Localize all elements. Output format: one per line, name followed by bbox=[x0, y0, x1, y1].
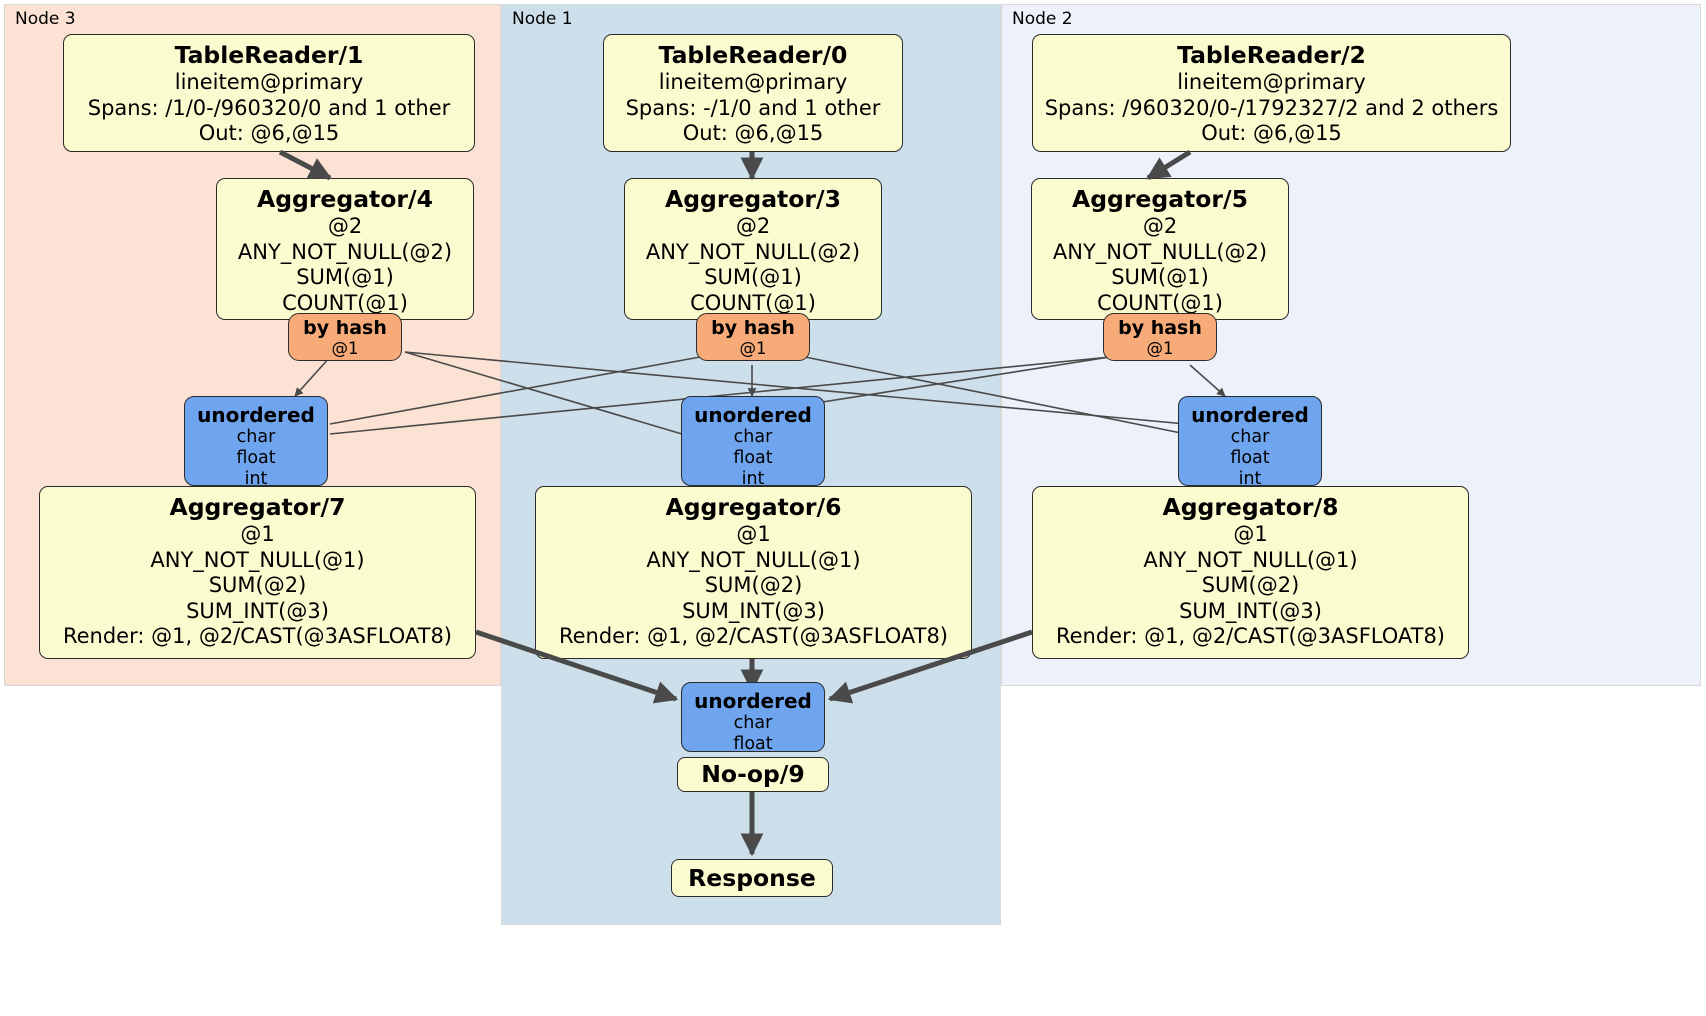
processor-detail-agg1: ANY_NOT_NULL(@2) bbox=[645, 239, 861, 264]
processor-detail-out: Out: @6,@15 bbox=[682, 121, 824, 145]
processor-detail-render: Render: @1, @2/CAST(@3ASFLOAT8) bbox=[1055, 624, 1446, 648]
router-hash-column: @1 bbox=[1146, 339, 1174, 358]
processor-aggregator-8[interactable]: Aggregator/8 @1 ANY_NOT_NULL(@1) SUM(@2)… bbox=[1032, 486, 1469, 659]
node-panel-label-node2: Node 2 bbox=[1012, 9, 1073, 29]
processor-aggregator-4[interactable]: Aggregator/4 @2 ANY_NOT_NULL(@2) SUM(@1)… bbox=[216, 178, 474, 320]
processor-aggregator-6[interactable]: Aggregator/6 @1 ANY_NOT_NULL(@1) SUM(@2)… bbox=[535, 486, 972, 659]
processor-detail-groupcol: @2 bbox=[1142, 214, 1178, 238]
processor-detail-agg1: ANY_NOT_NULL(@2) bbox=[1052, 239, 1268, 264]
node-panel-label-node3: Node 3 bbox=[15, 9, 76, 29]
processor-tablereader-1[interactable]: TableReader/1 lineitem@primary Spans: /1… bbox=[63, 34, 475, 152]
router-title: by hash bbox=[303, 317, 387, 339]
processor-detail-agg1: ANY_NOT_NULL(@1) bbox=[1143, 547, 1358, 572]
synchronizer-title: unordered bbox=[1191, 403, 1309, 427]
processor-title: Aggregator/8 bbox=[1162, 493, 1339, 521]
router-title: by hash bbox=[1118, 317, 1202, 339]
processor-title: Aggregator/7 bbox=[169, 493, 346, 521]
router-hash-column: @1 bbox=[739, 339, 767, 358]
processor-aggregator-5[interactable]: Aggregator/5 @2 ANY_NOT_NULL(@2) SUM(@1)… bbox=[1031, 178, 1289, 320]
processor-detail-render: Render: @1, @2/CAST(@3ASFLOAT8) bbox=[62, 624, 453, 648]
synchronizer-type-2: int bbox=[244, 469, 268, 489]
processor-detail-agg2: SUM(@2) bbox=[1201, 573, 1300, 597]
synchronizer-unordered-center[interactable]: unordered char float int bbox=[681, 396, 825, 489]
processor-detail-agg1: ANY_NOT_NULL(@2) bbox=[237, 239, 453, 264]
processor-detail-spans: Spans: -/1/0 and 1 other bbox=[625, 95, 881, 120]
processor-detail-table: lineitem@primary bbox=[1177, 70, 1366, 94]
processor-detail-agg3: SUM_INT(@3) bbox=[682, 598, 825, 623]
synchronizer-unordered-left[interactable]: unordered char float int bbox=[184, 396, 328, 489]
processor-title: TableReader/1 bbox=[174, 41, 364, 69]
synchronizer-type-1: float bbox=[1230, 448, 1270, 468]
processor-detail-agg2: SUM(@2) bbox=[704, 573, 803, 597]
processor-detail-groupcol: @1 bbox=[736, 522, 771, 546]
processor-detail-agg3: COUNT(@1) bbox=[282, 290, 408, 315]
processor-tablereader-2[interactable]: TableReader/2 lineitem@primary Spans: /9… bbox=[1032, 34, 1511, 152]
processor-detail-spans: Spans: /960320/0-/1792327/2 and 2 others bbox=[1044, 95, 1499, 120]
processor-detail-groupcol: @2 bbox=[327, 214, 363, 238]
edge-hash3-to-sync-right bbox=[804, 356, 1187, 435]
synchronizer-type-0: char bbox=[236, 427, 276, 447]
edge-hash4-to-sync-center bbox=[404, 351, 683, 435]
processor-detail-out: Out: @6,@15 bbox=[198, 121, 340, 145]
synchronizer-type-2: int bbox=[1238, 469, 1262, 489]
processor-detail-agg2: SUM(@1) bbox=[296, 265, 394, 289]
synchronizer-type-0: char bbox=[733, 427, 773, 447]
processor-detail-agg3: COUNT(@1) bbox=[690, 290, 816, 315]
processor-noop-9[interactable]: No-op/9 bbox=[677, 757, 829, 792]
processor-detail-agg3: SUM_INT(@3) bbox=[1179, 598, 1322, 623]
processor-tablereader-0[interactable]: TableReader/0 lineitem@primary Spans: -/… bbox=[603, 34, 903, 152]
router-title: by hash bbox=[711, 317, 795, 339]
router-by-hash-aggregator5[interactable]: by hash @1 bbox=[1103, 313, 1217, 361]
synchronizer-type-1: float bbox=[733, 448, 773, 468]
synchronizer-title: unordered bbox=[694, 689, 812, 713]
processor-detail-table: lineitem@primary bbox=[658, 70, 848, 94]
processor-detail-agg1: ANY_NOT_NULL(@1) bbox=[150, 547, 365, 572]
processor-title: Aggregator/4 bbox=[257, 185, 433, 213]
processor-title: TableReader/0 bbox=[658, 41, 848, 69]
edge-hash5-to-sync-left bbox=[329, 356, 1111, 435]
synchronizer-title: unordered bbox=[197, 403, 315, 427]
processor-detail-agg2: SUM(@1) bbox=[704, 265, 802, 289]
synchronizer-unordered-right[interactable]: unordered char float int bbox=[1178, 396, 1322, 489]
processor-detail-agg2: SUM(@2) bbox=[208, 573, 307, 597]
processor-detail-table: lineitem@primary bbox=[174, 70, 364, 94]
processor-detail-agg3: COUNT(@1) bbox=[1097, 290, 1223, 315]
synchronizer-type-1: float bbox=[733, 734, 773, 754]
processor-aggregator-7[interactable]: Aggregator/7 @1 ANY_NOT_NULL(@1) SUM(@2)… bbox=[39, 486, 476, 659]
router-by-hash-aggregator4[interactable]: by hash @1 bbox=[288, 313, 402, 361]
processor-response[interactable]: Response bbox=[671, 859, 833, 897]
router-by-hash-aggregator3[interactable]: by hash @1 bbox=[696, 313, 810, 361]
synchronizer-title: unordered bbox=[694, 403, 812, 427]
edge-hash5-to-sync-right bbox=[1189, 364, 1226, 397]
processor-detail-spans: Spans: /1/0-/960320/0 and 1 other bbox=[87, 95, 451, 120]
processor-aggregator-3[interactable]: Aggregator/3 @2 ANY_NOT_NULL(@2) SUM(@1)… bbox=[624, 178, 882, 320]
synchronizer-type-0: char bbox=[1230, 427, 1270, 447]
processor-title: Aggregator/6 bbox=[665, 493, 842, 521]
processor-detail-groupcol: @1 bbox=[1233, 522, 1268, 546]
edge-hash3-to-sync-left bbox=[329, 356, 701, 425]
processor-detail-groupcol: @2 bbox=[735, 214, 771, 238]
node-panel-label-node1: Node 1 bbox=[512, 9, 573, 29]
processor-detail-agg1: ANY_NOT_NULL(@1) bbox=[646, 547, 861, 572]
synchronizer-unordered-final[interactable]: unordered char float bbox=[681, 682, 825, 754]
processor-detail-agg3: SUM_INT(@3) bbox=[186, 598, 329, 623]
edge-hash4-to-sync-left bbox=[294, 356, 331, 397]
processor-title: Aggregator/5 bbox=[1072, 185, 1248, 213]
processor-detail-agg2: SUM(@1) bbox=[1111, 265, 1209, 289]
synchronizer-type-2: int bbox=[741, 469, 765, 489]
processor-title: TableReader/2 bbox=[1177, 41, 1366, 69]
router-hash-column: @1 bbox=[331, 339, 359, 358]
processor-detail-out: Out: @6,@15 bbox=[1201, 121, 1342, 145]
processor-detail-groupcol: @1 bbox=[240, 522, 275, 546]
processor-title: Aggregator/3 bbox=[665, 185, 841, 213]
synchronizer-type-1: float bbox=[236, 448, 276, 468]
synchronizer-type-0: char bbox=[733, 713, 773, 733]
processor-detail-render: Render: @1, @2/CAST(@3ASFLOAT8) bbox=[558, 624, 949, 648]
